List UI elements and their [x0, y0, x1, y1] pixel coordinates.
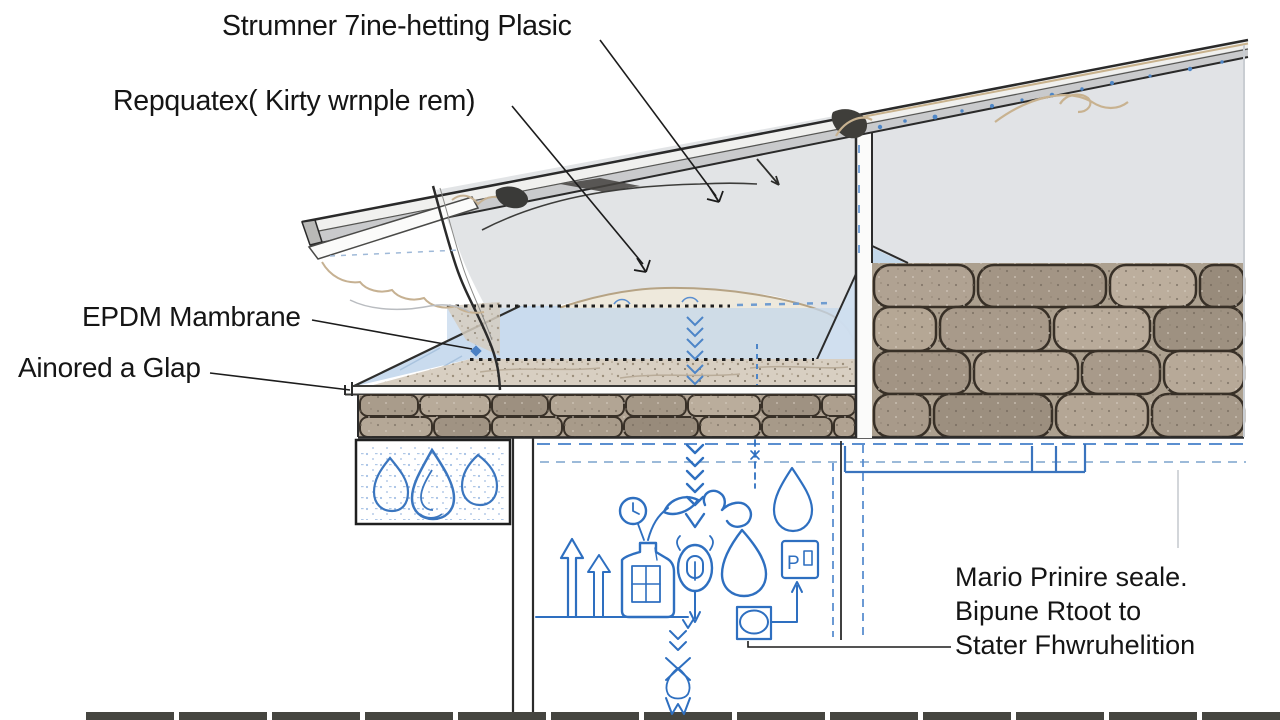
leader-membrane — [311, 319, 473, 350]
flow-diagram: P — [535, 439, 820, 715]
pressure-gauge-icon — [618, 496, 648, 541]
fish-x-icon — [665, 630, 691, 715]
section-divider — [854, 110, 873, 438]
stone-course-right — [867, 243, 1246, 439]
pb-box-label: P — [787, 553, 800, 574]
leader-underlayment — [511, 105, 644, 265]
soffit-box — [354, 438, 512, 526]
gravel-layer — [362, 359, 856, 388]
leader-lines — [209, 39, 951, 648]
wall-posts — [511, 438, 535, 712]
droplets-icon — [372, 447, 499, 521]
drip-x — [750, 450, 760, 460]
soffit-sketch — [321, 185, 502, 391]
pump-box-icon — [735, 581, 803, 641]
leader-gap — [209, 372, 351, 391]
leader-note — [747, 641, 951, 648]
oval-lock-icon — [676, 535, 714, 623]
label-flashing: Strumner 7ine-hetting Plasic — [222, 10, 572, 42]
leaf-spray-icon — [647, 496, 700, 561]
note-line-2: Bipune Rtoot to — [955, 596, 1142, 626]
under-eave-structure — [86, 438, 1280, 720]
deck-sketch-details — [451, 93, 1129, 231]
pb-box-icon: P — [780, 539, 820, 580]
dotted-boundaries — [447, 296, 831, 361]
dashed-posts — [832, 445, 864, 637]
up-arrows-icon — [559, 537, 611, 619]
note-line-1: Mario Prinire seale. — [955, 562, 1188, 592]
water-flow-marks — [686, 316, 758, 390]
flow-chevrons-icon — [684, 443, 706, 529]
spray-bottle-icon — [618, 496, 700, 619]
label-gap: Ainored a Glap — [18, 352, 201, 383]
stone-course-left — [358, 394, 856, 438]
label-underlayment: Repquatex( Kirty wrnple rem) — [113, 85, 476, 117]
w-mark-icon — [665, 697, 691, 715]
water-drop-icon — [720, 466, 814, 598]
note-block: Mario Prinire seale. Bipune Rtoot to Sta… — [955, 560, 1195, 662]
note-line-3: Stater Fhwruhelition — [955, 630, 1196, 660]
flow-baseline — [535, 616, 694, 629]
roof-slope-strip — [300, 38, 1249, 260]
hook-icon — [702, 489, 753, 528]
blue-substructure — [843, 444, 1087, 474]
roof-assembly — [300, 38, 1249, 439]
leader-flashing — [599, 39, 717, 197]
label-membrane: EPDM Mambrane — [82, 301, 301, 332]
